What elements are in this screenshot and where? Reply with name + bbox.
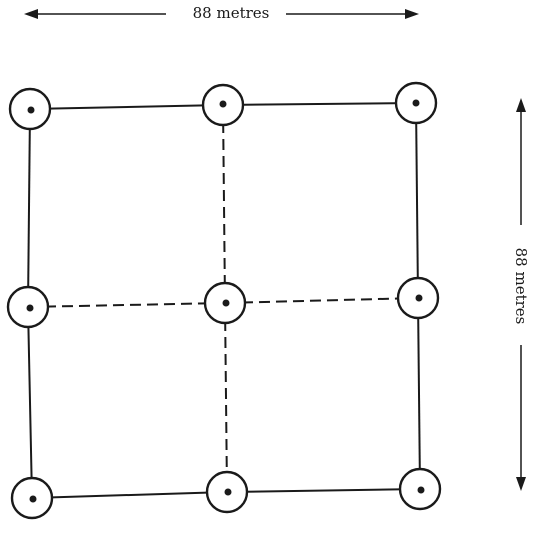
dashed-horizontal-left [27, 302, 226, 308]
well-center-icon [222, 299, 230, 307]
well-node [396, 276, 440, 320]
boundary-right-upper [415, 102, 419, 299]
vertical-dimension: 88 metres [512, 98, 530, 491]
outer-boundary [27, 102, 421, 499]
dashed-vertical-lower [224, 302, 228, 493]
well-node [205, 470, 249, 514]
boundary-top-right [222, 102, 417, 106]
well-center-icon [27, 106, 35, 114]
dashed-horizontal-right [224, 297, 419, 304]
vertical-dimension-label: 88 metres [512, 248, 530, 325]
well-node [6, 285, 50, 329]
well-center-icon [224, 488, 232, 496]
well-node [8, 87, 52, 131]
boundary-bottom-right [226, 488, 421, 493]
well-node [203, 281, 247, 325]
up-arrow-icon [516, 98, 526, 112]
well-center-icon [415, 294, 423, 302]
well-center-icon [29, 495, 37, 503]
well-center-icon [26, 304, 34, 312]
dashed-vertical-upper [222, 104, 226, 304]
well-center-icon [417, 486, 425, 494]
boundary-bottom-left [31, 491, 228, 499]
well-node [10, 476, 54, 520]
well-node [394, 81, 438, 125]
down-arrow-icon [516, 477, 526, 491]
boundary-top-left [29, 104, 224, 110]
well-nodes [6, 81, 442, 520]
well-node [398, 467, 442, 511]
horizontal-dimension: 88 metres [24, 4, 419, 22]
boundary-left-upper [27, 108, 31, 308]
well-center-icon [412, 99, 420, 107]
well-node [201, 83, 245, 127]
inner-dashed-lines [27, 104, 419, 493]
well-center-icon [219, 100, 227, 108]
left-arrow-icon [24, 9, 38, 19]
boundary-left-lower [27, 306, 33, 499]
right-arrow-icon [405, 9, 419, 19]
boundary-right-lower [417, 297, 421, 490]
horizontal-dimension-label: 88 metres [193, 4, 270, 22]
